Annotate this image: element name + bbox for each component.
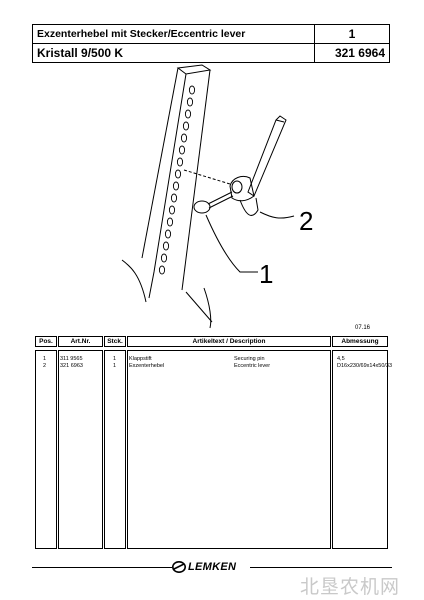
row-stck: 1 — [113, 356, 117, 362]
footer-rule-left — [32, 567, 172, 568]
securing-pin — [193, 191, 234, 214]
watermark: 北垦农机网 — [300, 577, 401, 598]
table-row: 2 321 6963 1 Exzenterhebel Eccentric lev… — [35, 363, 392, 370]
col-body-stck — [104, 350, 126, 549]
col-header-description: Artikeltext / Description — [127, 336, 331, 347]
callout-1: 1 — [259, 259, 273, 289]
machine-model: Kristall 9/500 K — [32, 43, 315, 63]
col-header-stck: Stck. — [104, 336, 126, 347]
exploded-view-drawing: 2 1 — [121, 64, 313, 329]
document-title: Exzenterhebel mit Stecker/Eccentric leve… — [32, 24, 315, 44]
row-pos: 1 — [43, 356, 47, 362]
col-header-pos: Pos. — [35, 336, 57, 347]
col-body-pos — [35, 350, 57, 549]
col-body-description — [127, 350, 331, 549]
revision-date: 07.16 — [355, 325, 371, 331]
col-body-art-nr — [58, 350, 103, 549]
callout-2: 2 — [299, 206, 313, 236]
title-block: Exzenterhebel mit Stecker/Eccentric leve… — [32, 24, 390, 63]
page-number: 1 — [314, 24, 390, 44]
row-text-de: Klappstift — [129, 356, 152, 362]
parts-list: Pos. Art.Nr. Stck. Artikeltext / Descrip… — [35, 336, 392, 549]
row-art-nr: 311 9565 — [60, 356, 83, 362]
row-text-en: Eccentric lever — [234, 363, 271, 369]
footer-rule-right — [250, 567, 392, 568]
table-row: 1 311 9565 1 Klappstift Securing pin 4,5 — [35, 356, 388, 363]
row-art-nr: 321 6963 — [60, 363, 83, 369]
row-pos: 2 — [43, 363, 47, 369]
row-text-de: Exzenterhebel — [129, 363, 165, 369]
row-abmessung: D16x230/69x14x50/33 — [337, 363, 393, 369]
col-body-abmessung — [332, 350, 388, 549]
row-abmessung: 4,5 — [337, 356, 345, 362]
row-text-en: Securing pin — [234, 356, 265, 362]
perforated-tube — [121, 64, 213, 329]
assembly-part-number: 321 6964 — [314, 43, 390, 63]
row-stck: 1 — [113, 363, 117, 369]
logo-text: LEMKEN — [188, 561, 237, 573]
lemken-logo: LEMKEN — [172, 560, 250, 574]
eccentric-lever — [229, 115, 287, 216]
col-header-art-nr: Art.Nr. — [58, 336, 103, 347]
col-header-abmessung: Abmessung — [332, 336, 388, 347]
lemken-emblem-icon — [172, 561, 186, 573]
